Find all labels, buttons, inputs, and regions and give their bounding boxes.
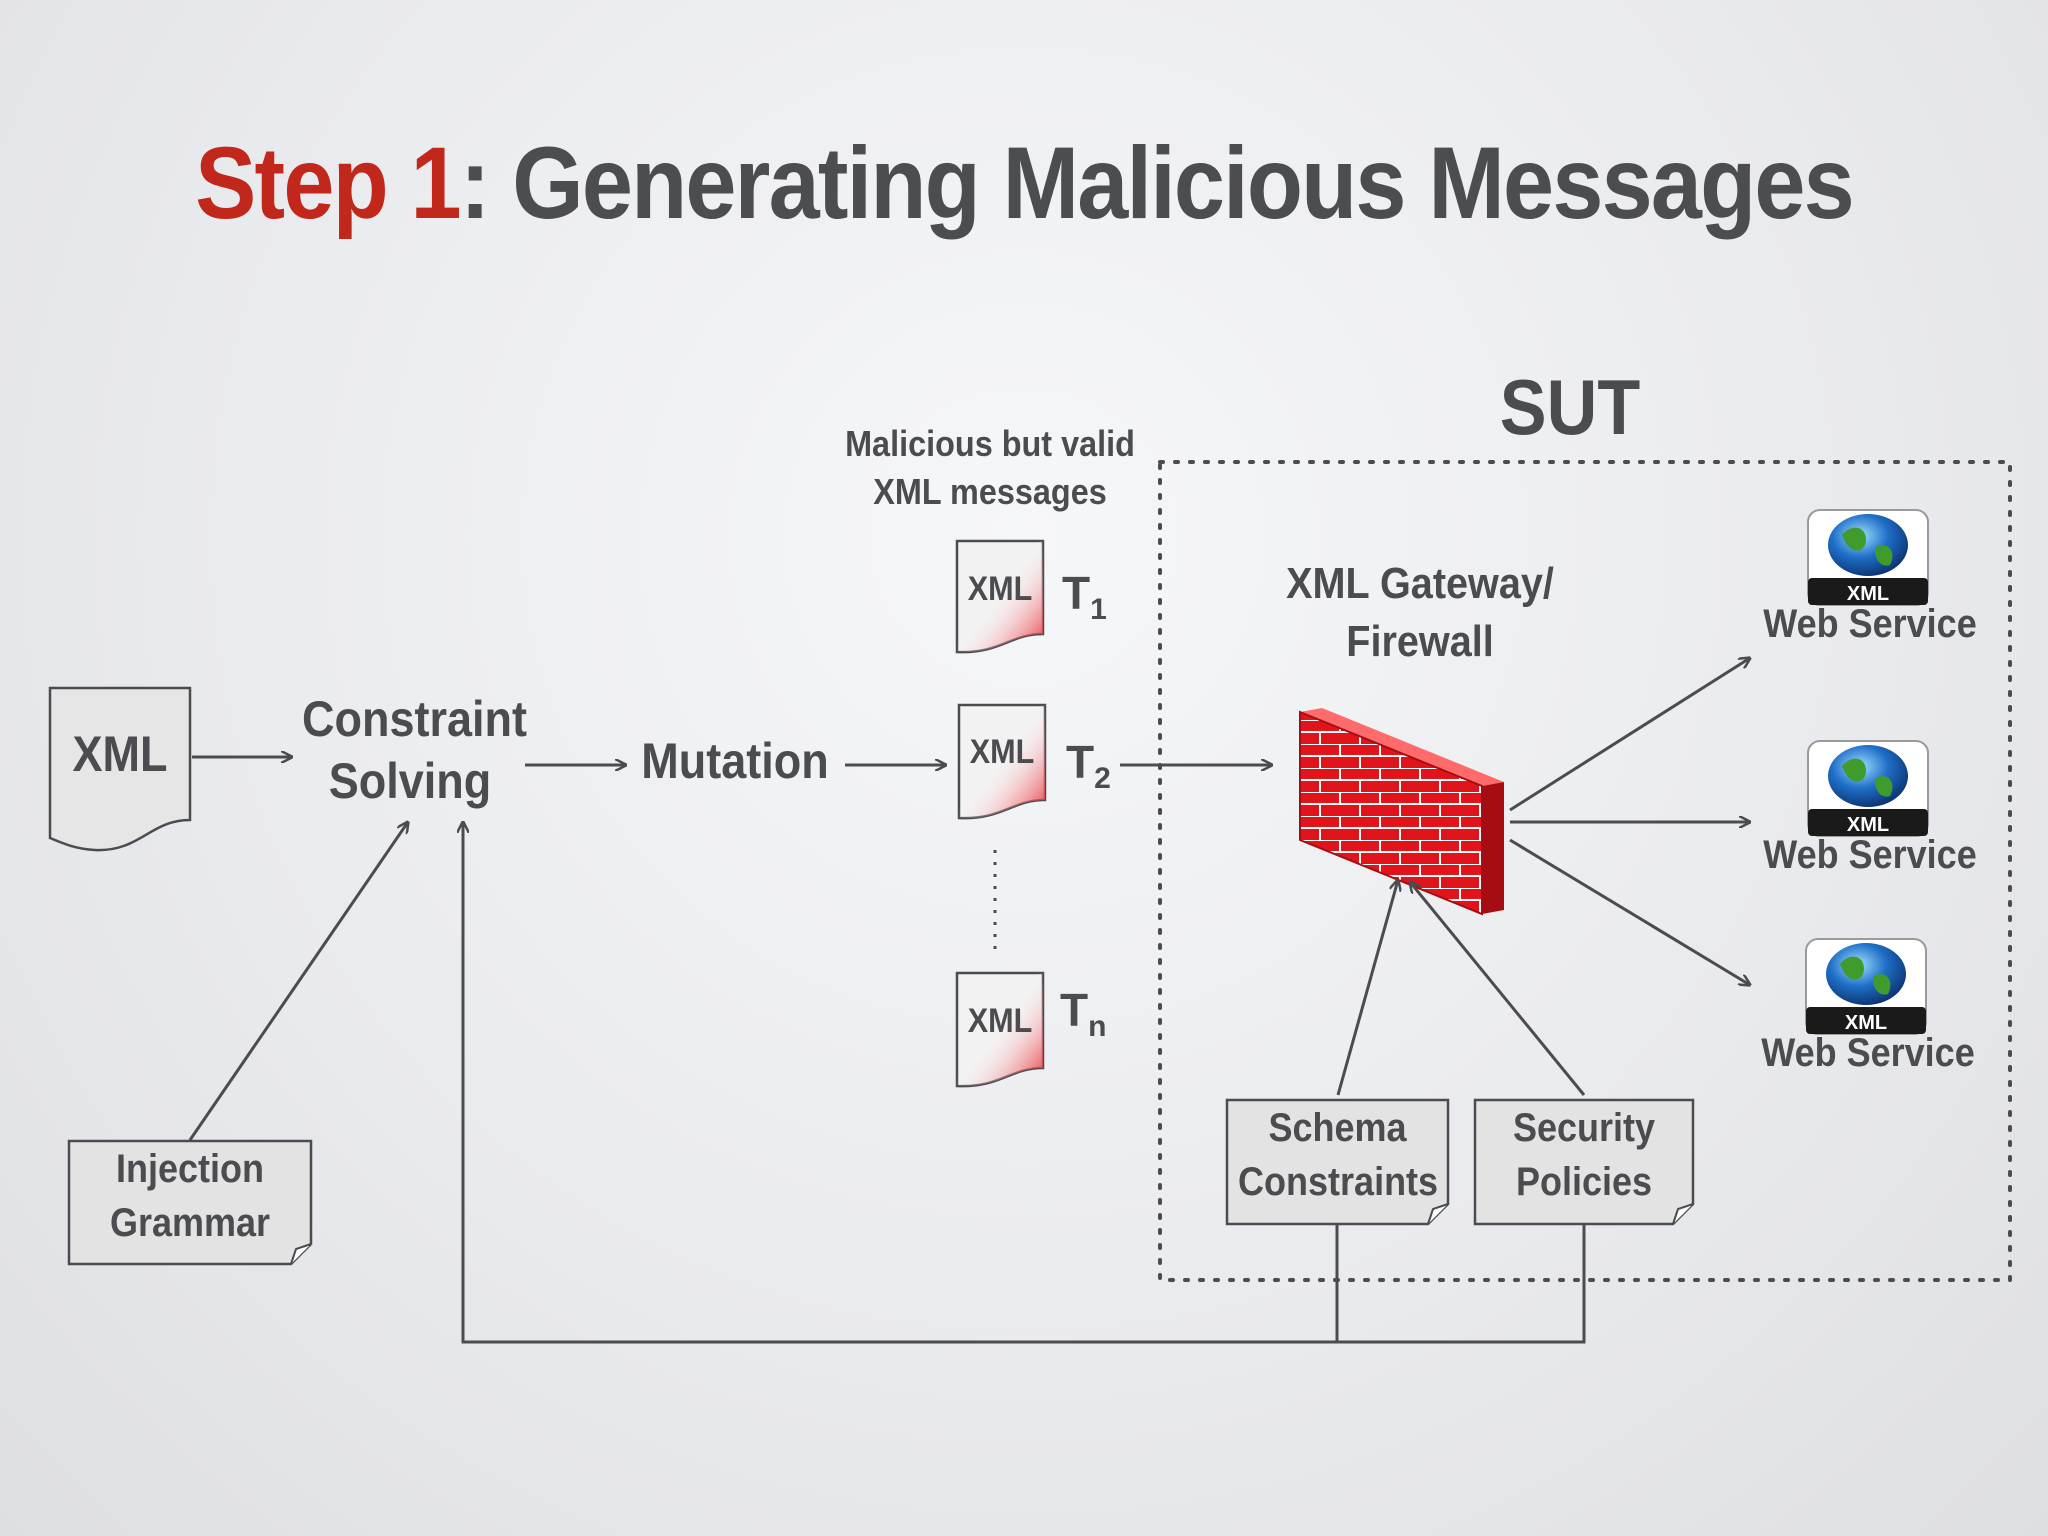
msg1-label: T1: [1062, 566, 1107, 627]
arrow-schema-to-firewall: [1338, 880, 1398, 1095]
msg2-label: T2: [1066, 735, 1111, 796]
messages-caption-line2: XML messages: [837, 468, 1143, 516]
ws3-label: Web Service: [1760, 1031, 1976, 1076]
constraint-solving-line2: Solving: [302, 750, 518, 812]
sut-label: SUT: [1480, 362, 1660, 453]
schema-line1: Schema: [1238, 1101, 1437, 1155]
msg3-t: T: [1060, 984, 1088, 1036]
input-xml-label: XML: [71, 725, 170, 783]
gateway-label: XML Gateway/ Firewall: [1276, 555, 1564, 671]
constraint-solving-line1: Constraint: [302, 688, 518, 750]
arrow-to-ws1: [1510, 658, 1750, 810]
messages-caption-line1: Malicious but valid: [837, 420, 1143, 468]
msg3-label: Tn: [1060, 983, 1106, 1044]
arrow-feedback-to-solving: [463, 822, 1337, 1342]
msg3-sub: n: [1088, 1010, 1106, 1043]
msg1-t: T: [1062, 567, 1090, 619]
injection-grammar-line2: Grammar: [81, 1196, 299, 1250]
schema-line2: Constraints: [1238, 1155, 1437, 1209]
gateway-line1: XML Gateway/: [1276, 555, 1564, 613]
injection-grammar-line1: Injection: [81, 1142, 299, 1196]
firewall-icon: [1300, 708, 1504, 914]
messages-caption: Malicious but valid XML messages: [837, 420, 1143, 516]
security-policies-label: Security Policies: [1486, 1101, 1682, 1209]
ws1-label: Web Service: [1762, 602, 1978, 647]
msg2-sub: 2: [1094, 762, 1111, 795]
arrow-grammar-to-solving: [190, 822, 408, 1140]
policies-line2: Policies: [1486, 1155, 1682, 1209]
msg2-t: T: [1066, 736, 1094, 788]
schema-constraints-label: Schema Constraints: [1238, 1101, 1437, 1209]
ws2-label: Web Service: [1762, 833, 1978, 878]
arrow-policies-to-firewall: [1410, 882, 1584, 1095]
msg1-doc-label: XML: [961, 570, 1038, 609]
constraint-solving-label: Constraint Solving: [302, 688, 518, 812]
msg3-doc-label: XML: [961, 1002, 1038, 1041]
policies-line1: Security: [1486, 1101, 1682, 1155]
injection-grammar-label: Injection Grammar: [81, 1142, 299, 1250]
msg1-sub: 1: [1090, 593, 1107, 626]
feedback-loop: [1337, 1224, 1584, 1342]
gateway-line2: Firewall: [1276, 613, 1564, 671]
arrow-to-ws3: [1510, 840, 1750, 985]
msg2-doc-label: XML: [963, 733, 1040, 772]
mutation-label: Mutation: [636, 732, 834, 790]
